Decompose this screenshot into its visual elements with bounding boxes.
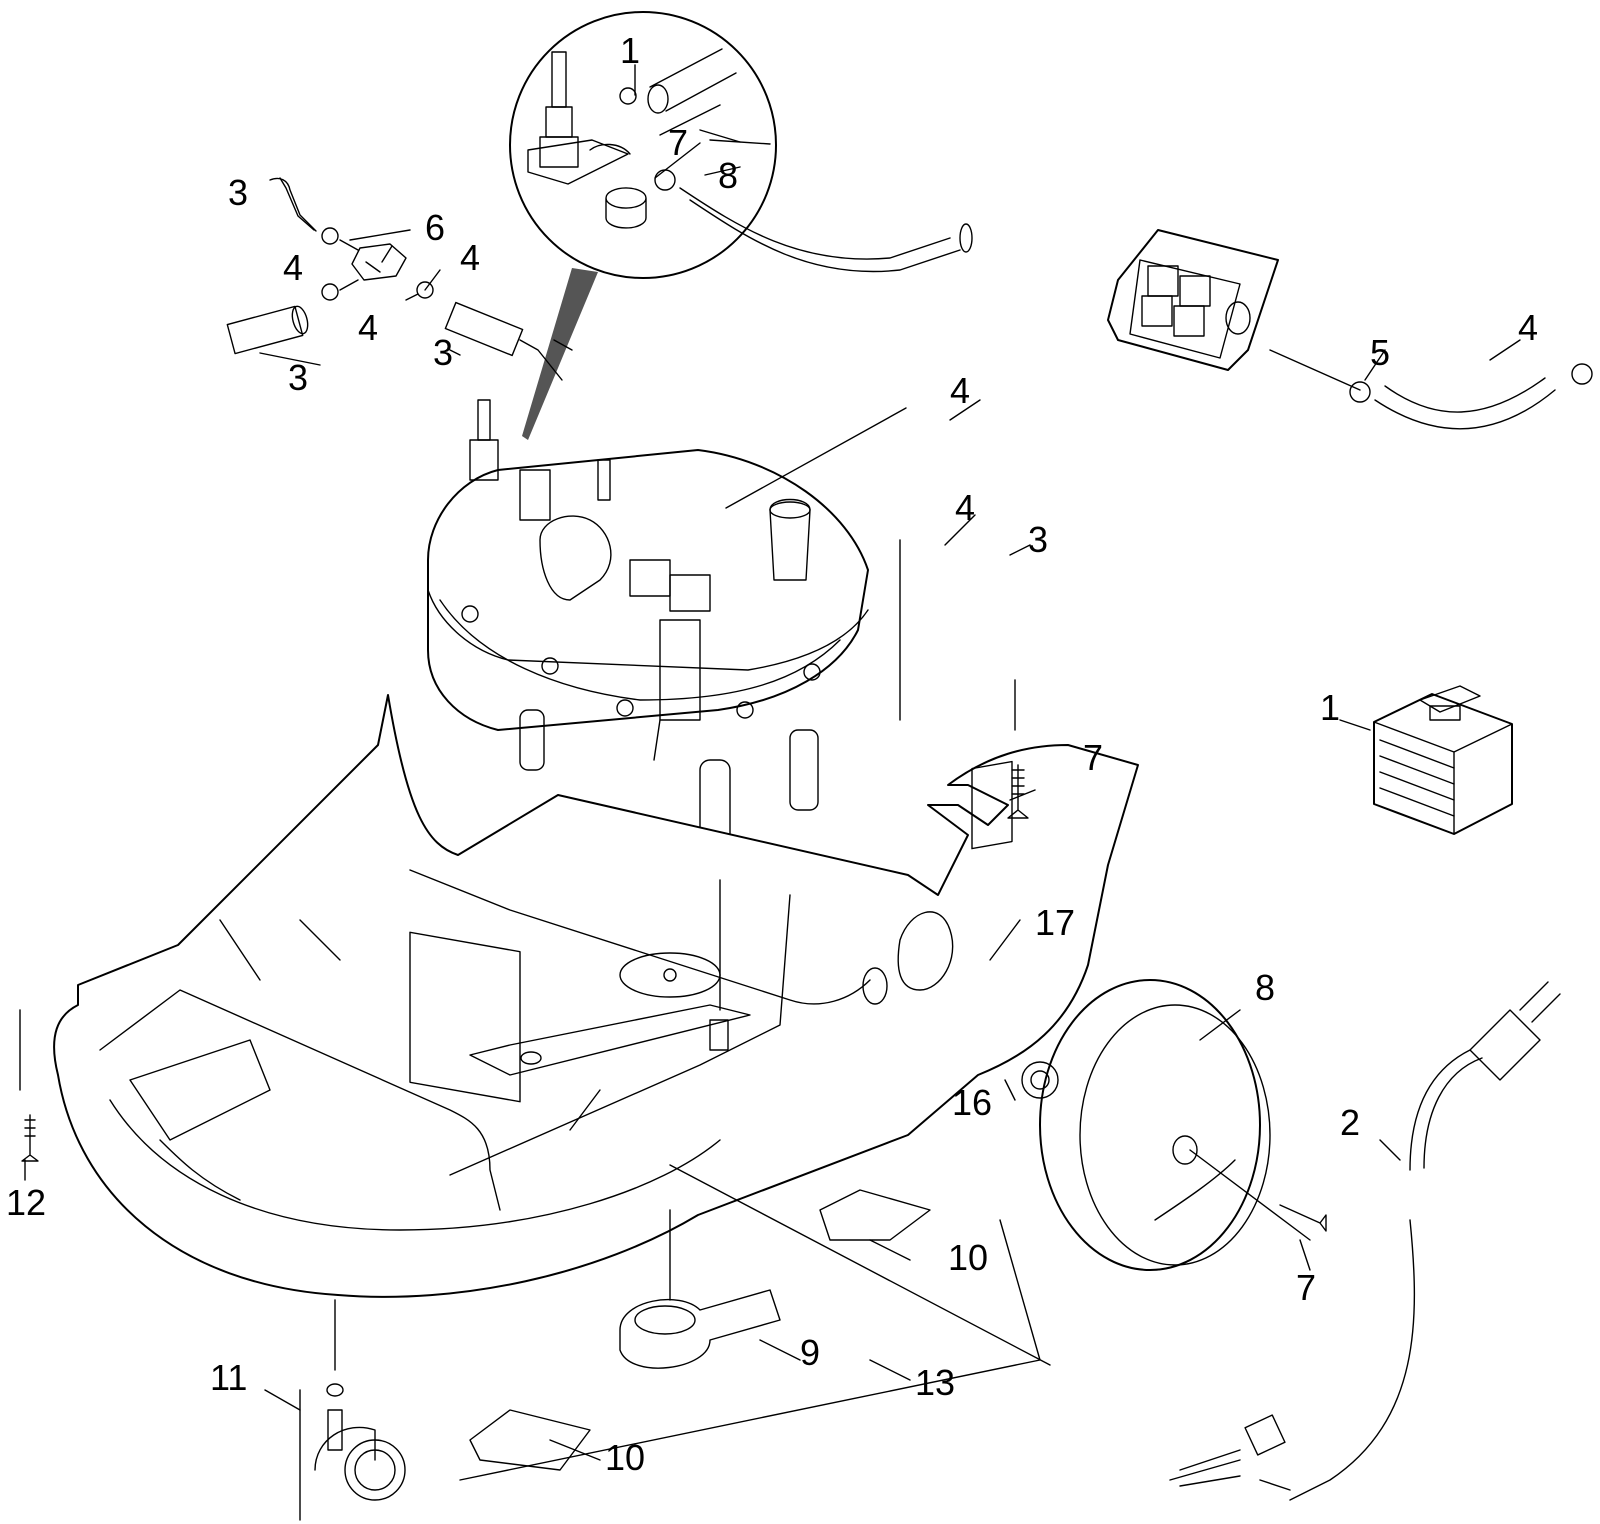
pivot-foot	[619, 1289, 781, 1369]
label-18: 7	[668, 122, 688, 163]
label-17: 17	[1035, 902, 1075, 943]
label-10: 10	[948, 1237, 988, 1278]
label-4: 4	[950, 370, 970, 411]
power-cord	[1169, 981, 1561, 1501]
label-11: 11	[210, 1357, 247, 1398]
label-9: 9	[800, 1332, 820, 1373]
label-2: 2	[1340, 1102, 1360, 1143]
caster-wheel	[314, 1383, 406, 1501]
wheel	[1039, 979, 1311, 1271]
label-12: 12	[6, 1182, 46, 1223]
transformer	[1373, 685, 1513, 835]
label-4: 4	[283, 247, 303, 288]
label-4: 4	[1518, 307, 1538, 348]
screw-7-lower	[1279, 1204, 1327, 1232]
detail-magnifier	[509, 11, 973, 440]
label-6: 6	[425, 207, 445, 248]
screw-7-upper	[1007, 764, 1029, 819]
base-housing	[53, 694, 1139, 1298]
label-4: 4	[358, 307, 378, 348]
label-19: 8	[718, 155, 738, 196]
label-4: 4	[955, 487, 975, 528]
cover-pad-upper	[819, 1189, 931, 1241]
label-5: 5	[1370, 332, 1390, 373]
boiler-unit	[427, 399, 869, 871]
leader-lines	[19, 64, 1521, 1521]
label-3: 3	[288, 357, 308, 398]
label-16: 16	[952, 1082, 992, 1123]
hose-tee-assembly	[226, 177, 573, 381]
control-panel	[1107, 229, 1593, 430]
gear-and-bracket	[971, 760, 1059, 1099]
screw-12	[21, 1114, 39, 1162]
label-4: 1	[620, 30, 640, 71]
label-7: 7	[1296, 1267, 1316, 1308]
label-4: 4	[460, 237, 480, 278]
label-3: 3	[433, 332, 453, 373]
label-10: 10	[605, 1437, 645, 1478]
label-3: 3	[1028, 519, 1048, 560]
label-3: 3	[228, 172, 248, 213]
part-labels: 1 7 8 3 6 4 4 4 3 3 4 4 3 4 5 1 7 17 8 1…	[6, 30, 1538, 1478]
label-7: 7	[1083, 737, 1103, 778]
label-1: 1	[1320, 687, 1340, 728]
label-13: 13	[915, 1362, 955, 1403]
label-8: 8	[1255, 967, 1275, 1008]
cover-pad-lower	[469, 1409, 591, 1471]
